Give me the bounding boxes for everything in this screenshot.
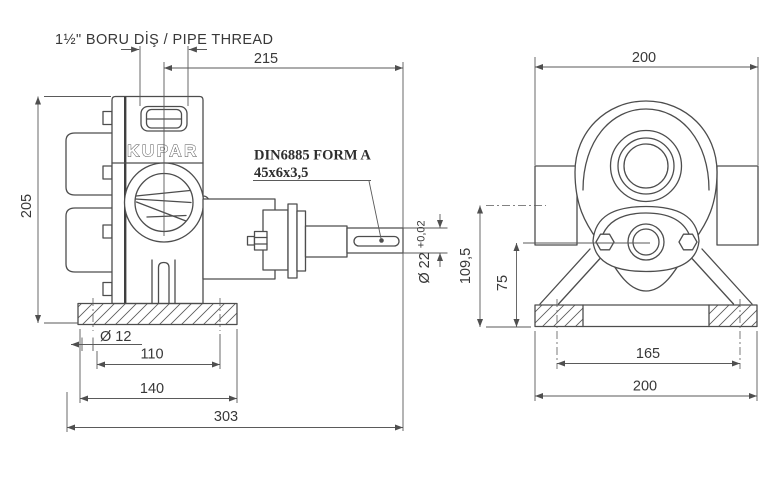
dia22-base: Ø 22 [417, 252, 433, 283]
dim-109-5-value: 109,5 [458, 248, 474, 284]
leg-right [691, 248, 753, 305]
base-flange-side [77, 298, 238, 331]
dim-205-value: 205 [19, 194, 35, 218]
dim-303-value: 303 [214, 409, 238, 425]
dim-215-value: 215 [254, 51, 278, 67]
dim-140: 140 [79, 329, 238, 403]
dim-dia22: Ø 22 +0,02 [403, 214, 448, 284]
dim-75-value: 75 [495, 275, 511, 291]
dim-dia12: Ø 12 [71, 329, 142, 351]
flange-bolt-left [595, 233, 615, 251]
right-port-front [716, 165, 759, 246]
left-port-lower [65, 207, 113, 273]
gland-bolt [246, 230, 268, 251]
shaft-keyway [353, 235, 400, 247]
shaft-hub [304, 225, 348, 258]
key-spec-note: DIN6885 FORM A 45x6x3,5 [253, 148, 384, 243]
gland-flange-plate-2 [296, 210, 307, 272]
key-spec-line2: 45x6x3,5 [254, 165, 308, 181]
leader-dot [379, 238, 384, 243]
left-port-upper [65, 132, 113, 196]
dim-205: 205 [19, 96, 111, 324]
dim-200-top-value: 200 [632, 50, 656, 66]
dim-200-top: 200 [534, 50, 759, 165]
dia22-tolerance: +0,02 [416, 220, 428, 248]
dim-165-value: 165 [636, 346, 660, 362]
side-view: KUPAR [19, 30, 448, 432]
base-front [534, 299, 758, 369]
dim-303: 303 [66, 392, 403, 432]
dim-215: 215 [163, 51, 404, 431]
leg-left [539, 248, 601, 305]
front-view: 200 109,5 75 165 200 [458, 50, 759, 401]
drive-shaft [346, 227, 404, 254]
dim-dia12-value: Ø 12 [100, 329, 131, 345]
dim-200-bottom: 200 [534, 331, 758, 401]
dim-109-5: 109,5 [458, 205, 546, 328]
dim-140-value: 140 [140, 381, 164, 397]
brand-logo: KUPAR [127, 142, 199, 161]
dim-75: 75 [495, 242, 650, 327]
bottom-notch [151, 259, 176, 305]
dim-165: 165 [557, 346, 740, 367]
body-inner-contour [582, 108, 710, 191]
gland-flange-plate-1 [287, 203, 298, 279]
flange-bolt-right [678, 233, 698, 251]
suction-port-boss [609, 129, 683, 203]
dim-110: 110 [96, 334, 221, 369]
bearing-flange [592, 205, 700, 273]
dim-dia22-value: Ø 22 +0,02 [416, 220, 434, 283]
cover-bolts [102, 110, 113, 297]
key-spec-line1: DIN6885 FORM A [254, 148, 371, 164]
dim-200-bottom-value: 200 [633, 379, 657, 395]
pipe-thread-label: 1½" BORU DİŞ / PIPE THREAD [55, 30, 273, 48]
dim-110-value: 110 [140, 347, 163, 363]
dim-pipe-thread: 1½" BORU DİŞ / PIPE THREAD [55, 30, 273, 106]
